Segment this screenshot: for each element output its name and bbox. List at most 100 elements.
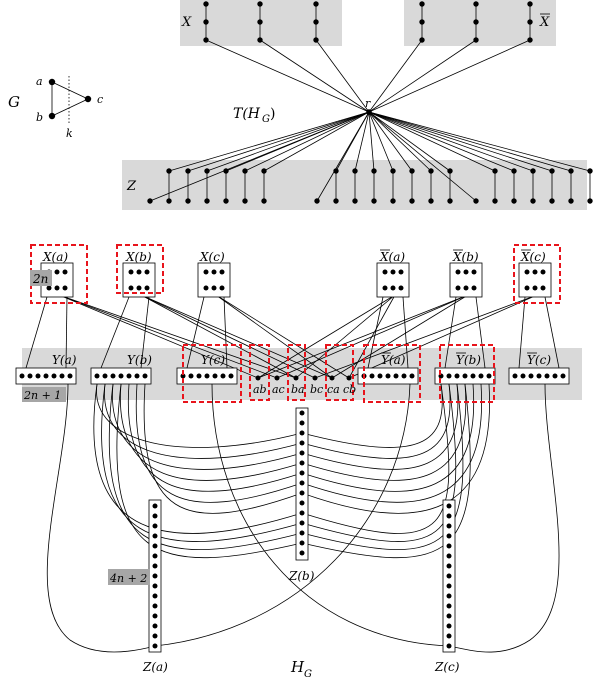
root-vertex (366, 109, 372, 115)
root-label: r (365, 97, 371, 110)
root-edge (368, 111, 394, 172)
z-vertex (371, 198, 377, 204)
z-column-vertex (446, 573, 452, 579)
hg-vertex-groups (15, 262, 570, 653)
x-y-edge (544, 296, 560, 369)
x-group-vertex (532, 269, 538, 275)
x-group-vertex (382, 285, 388, 291)
x-vertex (313, 1, 319, 7)
root-edge (315, 39, 370, 113)
x-group-vertex (471, 269, 477, 275)
z-vertex (549, 198, 555, 204)
cross-edge (58, 294, 278, 379)
label-x-b: X(b) (125, 250, 152, 264)
tree-vertices (147, 1, 593, 204)
x-y-edge (186, 296, 205, 369)
x-y-edge (475, 296, 486, 369)
zb-vertex (299, 430, 305, 436)
cross-edge (140, 294, 297, 379)
z-vertex (587, 198, 593, 204)
y-group-vertex (27, 373, 33, 379)
x-vertex (419, 19, 425, 25)
root-edge (368, 39, 423, 113)
y-group-vertex (520, 373, 526, 379)
label-ca: ca (327, 383, 340, 396)
z-column-vertex (152, 633, 158, 639)
x-group-vertex (455, 285, 461, 291)
z-vertex (352, 168, 358, 174)
svg-text:X: X (539, 15, 550, 30)
z-vertex (530, 198, 536, 204)
svg-text:2n + 1: 2n + 1 (23, 389, 61, 402)
z-column-vertex (152, 513, 158, 519)
z-column-vertex (152, 603, 158, 609)
x-vertex (257, 37, 263, 43)
svg-text:2n: 2n (32, 272, 48, 286)
y-group-vertex (228, 373, 234, 379)
cross-edge (257, 294, 469, 379)
x-group-vertex (390, 285, 396, 291)
red-dashed-highlight (513, 244, 561, 304)
zb-vertex (299, 440, 305, 446)
x-vertex (203, 37, 209, 43)
z-vertex (261, 198, 267, 204)
z-column-vertex (446, 553, 452, 559)
hg-title: H G (290, 658, 312, 680)
label-ybar-a: Y(a) (381, 353, 406, 367)
x-group-vertex (54, 269, 60, 275)
x-group-box (197, 262, 231, 298)
y-group-vertex (204, 373, 210, 379)
x-y-edge (140, 296, 150, 369)
cross-edge (314, 294, 538, 379)
x-group-vertex (211, 269, 217, 275)
arc-edge (143, 383, 303, 514)
root-edge (368, 111, 572, 172)
label-xbar-c: X(c) (520, 250, 546, 264)
y-group-vertex (486, 373, 492, 379)
x-group-vertex (203, 269, 209, 275)
z-vertex (166, 168, 172, 174)
y-group-vertex (409, 373, 415, 379)
x-vertex (419, 1, 425, 7)
x-group-vertex (540, 269, 546, 275)
svg-text:a: a (36, 75, 43, 88)
y-group-vertex (43, 373, 49, 379)
root-edge (368, 111, 451, 172)
z-column-vertex (446, 513, 452, 519)
svg-text:G: G (262, 114, 270, 125)
x-vertex (203, 1, 209, 7)
x-group-box (376, 262, 410, 298)
root-edge (368, 39, 531, 113)
root-edge (368, 111, 432, 172)
cross-edge (140, 294, 333, 379)
z-vertex (371, 168, 377, 174)
z-column-vertex (152, 583, 158, 589)
root-edge (368, 111, 413, 172)
z-vertex (447, 168, 453, 174)
x-group-vertex (128, 285, 134, 291)
root-edge (368, 111, 553, 172)
red-dashed-highlight (325, 344, 354, 401)
label-bc: bc (310, 383, 323, 396)
root-edge (187, 111, 370, 172)
z-vertex (549, 168, 555, 174)
x-group-vertex (471, 285, 477, 291)
z-vertex (242, 198, 248, 204)
z-column-vertex (152, 543, 158, 549)
x-group-vertex (136, 285, 142, 291)
y-group-vertex (220, 373, 226, 379)
z-vertex (314, 198, 320, 204)
red-dashed-highlight (182, 344, 242, 403)
red-dashed-highlight (116, 244, 164, 294)
root-edge (368, 111, 534, 172)
zb-vertex (299, 530, 305, 536)
z-vertex (333, 168, 339, 174)
x-group-vertex (540, 285, 546, 291)
root-edge (225, 111, 370, 172)
z-column-vertex (446, 583, 452, 589)
y-group-vertex (401, 373, 407, 379)
label-ybar-c: Y(c) (527, 353, 551, 367)
y-group-vertex (536, 373, 542, 379)
